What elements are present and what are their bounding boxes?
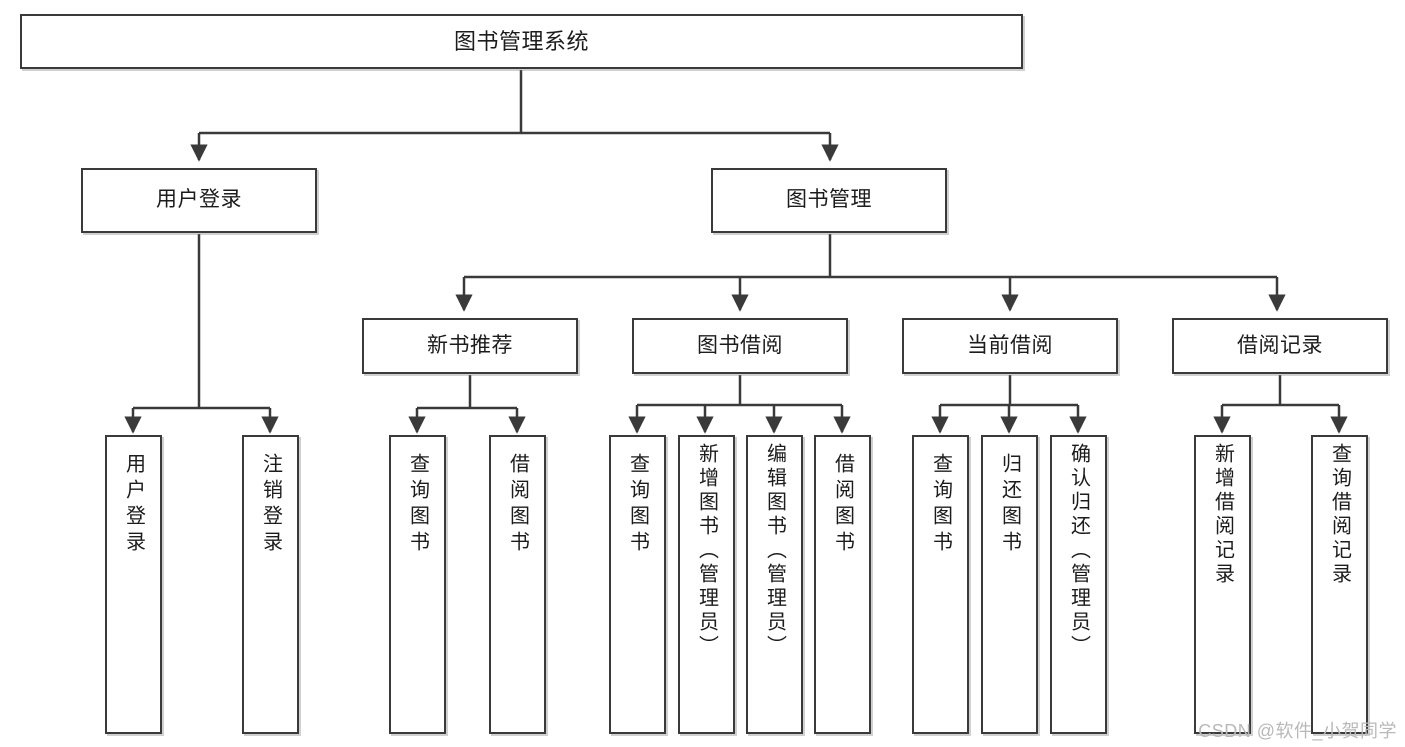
node-leaf-edit-book[interactable]: 编辑图书（管理员） [746,435,803,734]
node-new-book-recommend[interactable]: 新书推荐 [362,318,578,374]
node-leaf-query-book-3[interactable]: 查询图书 [912,435,969,734]
node-leaf-add-record[interactable]: 新增借阅记录 [1194,435,1251,734]
node-user-login[interactable]: 用户登录 [81,168,317,233]
node-label: 编辑图书（管理员） [763,443,786,659]
node-label: 注销登录 [259,453,282,557]
node-label: 归还图书 [998,453,1021,557]
node-label: 借阅图书 [831,453,854,557]
node-leaf-borrow-book-1[interactable]: 借阅图书 [489,435,546,734]
node-label: 新增借阅记录 [1211,443,1234,587]
node-label: 用户登录 [156,188,242,212]
node-leaf-add-book[interactable]: 新增图书（管理员） [678,435,735,734]
node-leaf-query-book-2[interactable]: 查询图书 [609,435,666,734]
node-leaf-return-book[interactable]: 归还图书 [981,435,1038,734]
node-book-borrow[interactable]: 图书借阅 [632,318,848,374]
node-leaf-user-login[interactable]: 用户登录 [105,435,162,734]
node-root-system[interactable]: 图书管理系统 [20,14,1023,69]
csdn-watermark: CSDN @软件_小贺同学 [1198,721,1397,741]
node-label: 图书借阅 [697,333,783,357]
node-label: 借阅记录 [1237,333,1323,357]
node-label: 图书管理系统 [453,28,589,54]
node-label: 查询借阅记录 [1328,443,1351,587]
node-book-manage[interactable]: 图书管理 [711,168,947,233]
node-label: 新增图书（管理员） [695,443,718,659]
node-label: 查询图书 [929,453,952,557]
node-leaf-borrow-book-2[interactable]: 借阅图书 [814,435,871,734]
node-leaf-confirm-return[interactable]: 确认归还（管理员） [1050,435,1107,734]
node-leaf-logout-login[interactable]: 注销登录 [242,435,299,734]
node-label: 查询图书 [406,453,429,557]
node-label: 确认归还（管理员） [1067,443,1090,659]
node-label: 用户登录 [122,453,145,557]
node-borrow-record[interactable]: 借阅记录 [1172,318,1388,374]
node-label: 借阅图书 [506,453,529,557]
node-leaf-query-record[interactable]: 查询借阅记录 [1311,435,1368,734]
node-current-borrow[interactable]: 当前借阅 [902,318,1118,374]
node-label: 图书管理 [786,188,872,212]
node-label: 当前借阅 [967,333,1053,357]
node-leaf-query-book-1[interactable]: 查询图书 [389,435,446,734]
node-label: 查询图书 [626,453,649,557]
node-label: 新书推荐 [427,333,513,357]
